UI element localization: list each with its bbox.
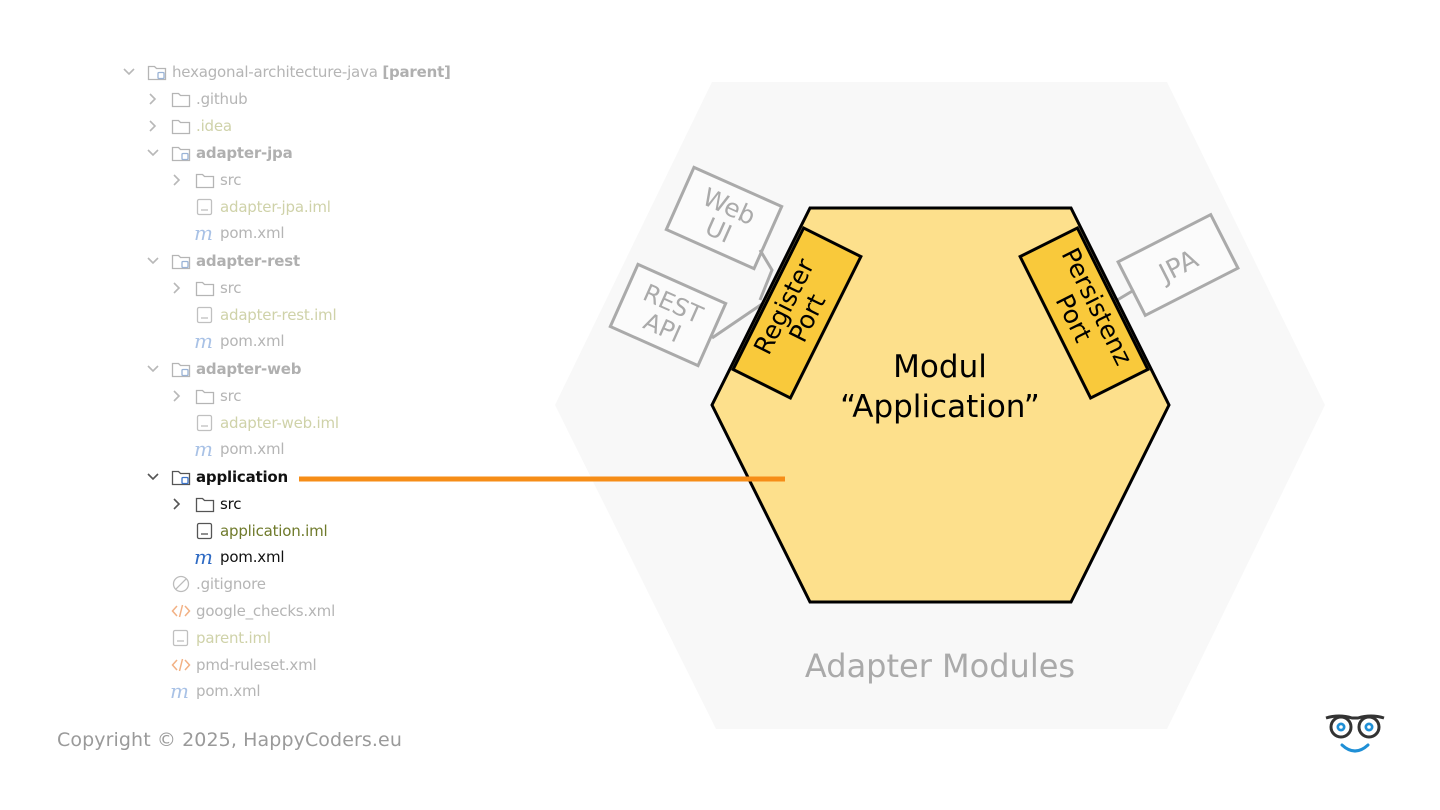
module-folder-icon (171, 470, 191, 486)
chevron-down-icon[interactable] (146, 254, 160, 268)
register-port: Register Port (731, 226, 863, 400)
tree-item-label: adapter-rest (196, 252, 300, 270)
rest-api-connector (711, 302, 763, 340)
web-ui-connector (758, 249, 774, 301)
chevron-down-icon[interactable] (146, 146, 160, 160)
maven-icon: m (194, 545, 213, 569)
module-folder-icon (147, 65, 167, 81)
maven-icon: m (194, 329, 213, 353)
outer-label: Adapter Modules (805, 647, 1075, 685)
iml-file-icon (196, 306, 213, 324)
tree-item-label: src (220, 171, 242, 189)
chevron-right-icon[interactable] (146, 92, 160, 106)
web-ui-adapter: Web UI (664, 165, 784, 271)
iml-file-icon (196, 522, 213, 540)
tree-item-label: pom.xml (220, 332, 285, 350)
maven-icon: m (170, 679, 189, 703)
tree-item-label: src (220, 279, 242, 297)
chevron-right-icon[interactable] (170, 173, 184, 187)
copyright-text: Copyright © 2025, HappyCoders.eu (57, 729, 402, 751)
tree-item-label: pmd-ruleset.xml (196, 656, 317, 674)
ignore-file-icon (172, 575, 190, 593)
tree-item-label: .idea (196, 117, 232, 135)
folder-icon (171, 119, 191, 135)
chevron-down-icon[interactable] (146, 470, 160, 484)
chevron-down-icon[interactable] (122, 65, 136, 79)
tree-item-label: adapter-web (196, 360, 302, 378)
maven-icon: m (194, 437, 213, 461)
chevron-right-icon[interactable] (146, 119, 160, 133)
tree-item-label: pom.xml (196, 682, 261, 700)
iml-file-icon (172, 629, 189, 647)
jpa-adapter: JPA (1116, 212, 1240, 318)
chevron-down-icon[interactable] (146, 362, 160, 376)
core-label-line1: Modul (893, 349, 987, 385)
chevron-right-icon[interactable] (170, 389, 184, 403)
folder-icon (195, 389, 215, 405)
module-folder-icon (171, 146, 191, 162)
folder-icon (195, 281, 215, 297)
tree-item-label: adapter-jpa.iml (220, 198, 331, 216)
tree-item-label: .gitignore (196, 575, 266, 593)
folder-icon (195, 497, 215, 513)
tree-item-label: adapter-rest.iml (220, 306, 337, 324)
tree-root-label: hexagonal-architecture-java (172, 63, 378, 81)
xml-file-icon (171, 658, 191, 672)
iml-file-icon (196, 198, 213, 216)
xml-file-icon (171, 604, 191, 618)
folder-icon (195, 173, 215, 189)
tree-item-label: pom.xml (220, 224, 285, 242)
tree-item-label: src (220, 387, 242, 405)
tree-item-label: parent.iml (196, 629, 271, 647)
tree-item-label: google_checks.xml (196, 602, 336, 620)
chevron-right-icon[interactable] (170, 497, 184, 511)
rest-api-adapter: REST API (608, 262, 728, 368)
tree-item-label: .github (196, 90, 248, 108)
project-tree: hexagonal-architecture-java [parent] .gi… (0, 0, 560, 720)
glasses-smiley-icon (1325, 714, 1385, 753)
module-folder-icon (171, 362, 191, 378)
tree-item-label: pom.xml (220, 548, 285, 566)
tree-item-label: adapter-web.iml (220, 414, 339, 432)
tree-item-label: src (220, 495, 242, 513)
folder-icon (171, 92, 191, 108)
chevron-right-icon[interactable] (170, 281, 184, 295)
tree-item-label: pom.xml (220, 440, 285, 458)
tree-item-label: application (196, 468, 288, 486)
tree-item-label: adapter-jpa (196, 144, 293, 162)
core-label-line2: “Application” (840, 389, 1040, 425)
tree-root-suffix: [parent] (382, 63, 451, 81)
iml-file-icon (196, 414, 213, 432)
module-folder-icon (171, 254, 191, 270)
tree-item-label: application.iml (220, 522, 328, 540)
maven-icon: m (194, 221, 213, 245)
